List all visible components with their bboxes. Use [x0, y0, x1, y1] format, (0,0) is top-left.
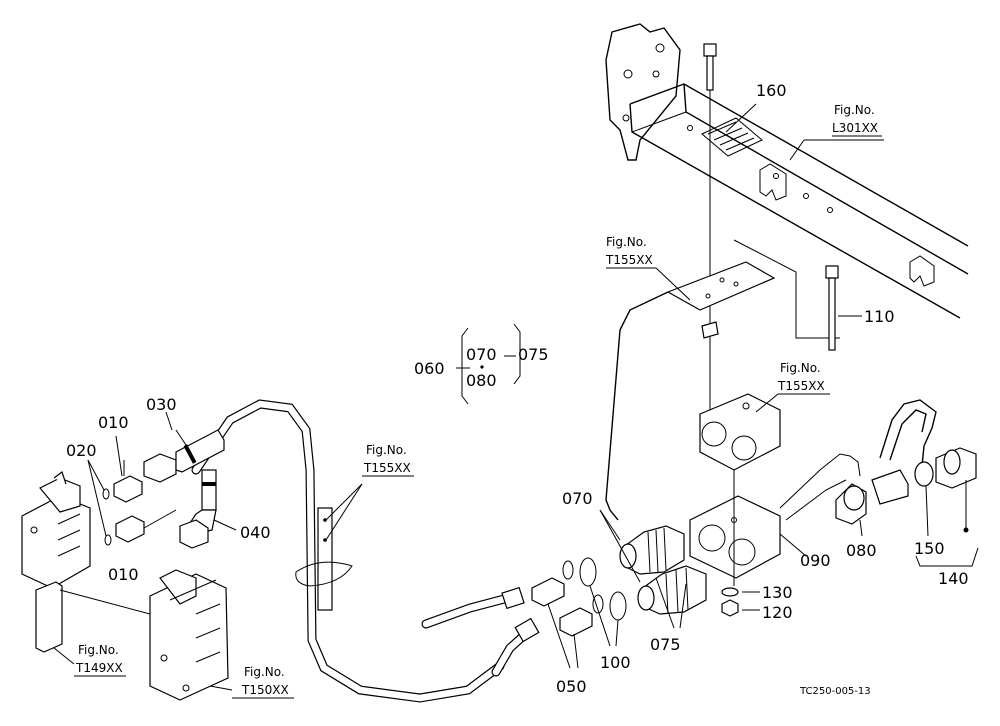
callout-090: 090	[800, 551, 831, 570]
callout-150: 150	[914, 539, 945, 558]
figure-references: Fig.No. L301XX Fig.No. T155XX Fig.No. T1…	[74, 103, 882, 699]
fig-ref-t150: T150XX	[241, 683, 289, 697]
frame-assembly	[605, 23, 969, 319]
clamp-block-upper	[699, 393, 781, 471]
fig-ref-t149: T149XX	[75, 661, 123, 675]
callout-075: 075	[650, 635, 681, 654]
dust-cap-assembly	[779, 399, 977, 533]
clamp-block-090	[689, 470, 807, 586]
hose-clamp-post	[295, 483, 363, 611]
bolt-110	[825, 265, 862, 351]
and-dot	[480, 365, 484, 369]
elbow-fitting-040	[179, 469, 237, 549]
callout-100: 100	[600, 653, 631, 672]
o-rings	[562, 557, 627, 621]
drawing-code: TC250-005-13	[799, 686, 871, 697]
fig-label-t149: Fig.No.	[78, 643, 119, 657]
hydraulic-hoses	[191, 399, 540, 703]
callout-numbers: 160 110 060 070 080 075 010 010 020 030 …	[66, 81, 969, 696]
callout-120: 120	[762, 603, 793, 622]
callout-010-lower: 010	[108, 565, 139, 584]
callout-160: 160	[756, 81, 787, 100]
callout-110: 110	[864, 307, 895, 326]
top-bolt	[703, 43, 717, 430]
fig-label-t155-plate: Fig.No.	[606, 235, 647, 249]
fig-label-t155-block: Fig.No.	[780, 361, 821, 375]
fig-ref-t155-block: T155XX	[777, 379, 825, 393]
callout-060: 060	[414, 359, 445, 378]
adapter-010-lower	[115, 509, 177, 543]
adapter-050-lower	[559, 607, 593, 637]
adapter-050-upper	[531, 577, 565, 607]
callout-050: 050	[556, 677, 587, 696]
washer-nut	[721, 587, 760, 617]
label-plate-hatch	[707, 121, 755, 151]
mounting-plate	[605, 239, 840, 521]
fig-label-t155-clamp: Fig.No.	[366, 443, 407, 457]
callout-140: 140	[938, 569, 969, 588]
callout-040: 040	[240, 523, 271, 542]
callout-080: 080	[846, 541, 877, 560]
fig-label-l301: Fig.No.	[834, 103, 875, 117]
hose-fitting-030	[143, 429, 225, 483]
callout-130: 130	[762, 583, 793, 602]
fig-ref-l301: L301XX	[832, 121, 878, 135]
o-rings-020	[102, 488, 112, 546]
fig-ref-t155-plate: T155XX	[605, 253, 653, 267]
fig-label-t150: Fig.No.	[244, 665, 285, 679]
callout-070-group: 070	[466, 345, 497, 364]
callout-030: 030	[146, 395, 177, 414]
control-valve-t150	[149, 569, 233, 701]
quick-coupler-upper	[619, 525, 685, 575]
callout-080-group: 080	[466, 371, 497, 390]
callout-070: 070	[562, 489, 593, 508]
callout-020: 020	[66, 441, 97, 460]
adapter-010-upper	[113, 460, 143, 503]
leader-lines	[87, 323, 979, 669]
callout-010-upper: 010	[98, 413, 129, 432]
control-valve-t149	[21, 471, 151, 665]
callout-075-group: 075	[518, 345, 549, 364]
fig-ref-t155-clamp: T155XX	[363, 461, 411, 475]
